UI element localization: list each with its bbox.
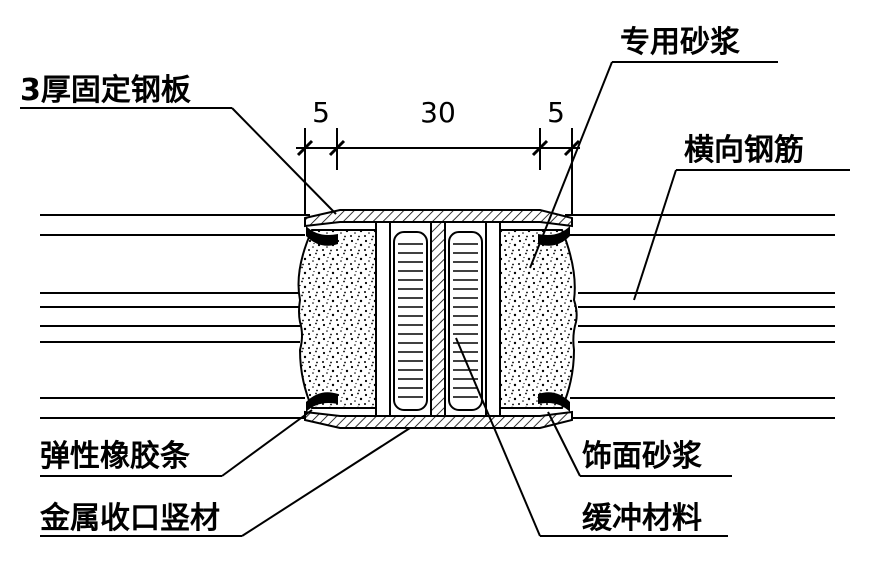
dimension-middle: 30 <box>420 96 456 129</box>
dimension-right: 5 <box>547 96 565 129</box>
label-horizontal-rebar: 横向钢筋 <box>684 133 804 168</box>
label-special-mortar: 专用砂浆 <box>620 25 740 60</box>
right-panel-lines <box>565 214 835 419</box>
label-metal-closing-vertical: 金属收口竖材 <box>39 501 220 536</box>
dimension-line <box>296 128 581 215</box>
label-buffer-material: 缓冲材料 <box>582 501 702 536</box>
dimension-left: 5 <box>312 96 330 129</box>
rubber-strips <box>306 226 570 412</box>
right-mortar-fill <box>499 229 578 409</box>
label-elastic-rubber-strip: 弹性橡胶条 <box>40 439 190 474</box>
metal-closing-profile <box>304 209 573 429</box>
buffer-material <box>393 231 483 411</box>
label-finish-mortar: 饰面砂浆 <box>582 439 702 474</box>
label-fixed-steel-plate: 3厚固定钢板 <box>20 73 191 108</box>
leader-lines <box>20 61 850 537</box>
left-panel-lines <box>40 214 310 419</box>
left-mortar-fill <box>297 229 377 409</box>
